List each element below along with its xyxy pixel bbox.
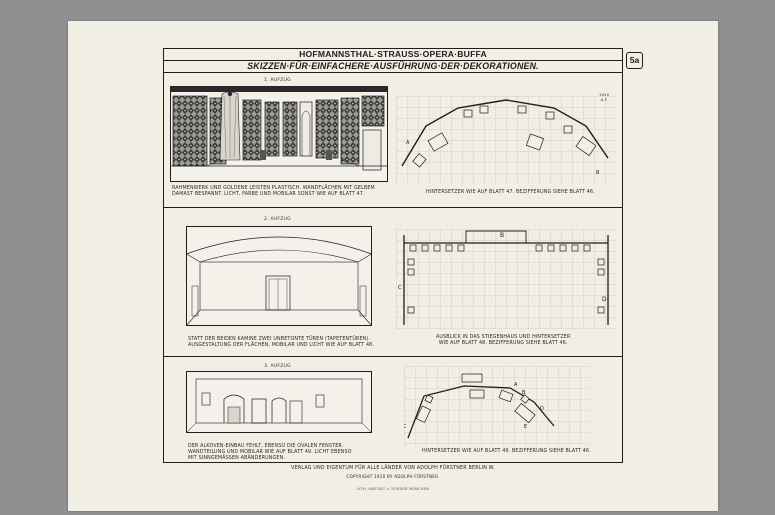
act-2-label: 2. AUFZUG: [264, 217, 291, 222]
act-3-label: 3. AUFZUG: [264, 364, 291, 369]
svg-text:E: E: [524, 424, 527, 430]
act-1-sketch: [170, 86, 388, 182]
svg-text:C: C: [398, 285, 402, 291]
printer-line: LITH. ANSTALT v. ROEDER MÜNCHEN: [356, 487, 430, 491]
act-2-sketch: [186, 226, 372, 326]
title-line-1: HOFMANNSTHAL·STRAUSS·OPERA·BUFFA: [299, 49, 487, 59]
act-1-right-caption: HINTERSETZER WIE AUF BLATT 47. BEZIFFERU…: [426, 190, 595, 195]
act-2-right-caption: AUSBLICK IN DAS STIEGENHAUS UND HINTERSE…: [436, 335, 571, 347]
act-1-floor-plan: A B: [396, 96, 616, 184]
svg-text:A: A: [514, 382, 518, 388]
act-1-plan-mark: 1910 A.F.: [599, 92, 610, 102]
act-3-floor-plan: C A B D E: [404, 366, 590, 446]
title-line-2: SKIZZEN·FÜR·EINFACHERE·AUSFÜHRUNG·DER·DE…: [247, 60, 539, 71]
act-3-sketch: [186, 371, 372, 433]
svg-text:C: C: [404, 424, 407, 430]
act-1-left-caption: RAHMENWERK UND GOLDENE LEISTEN PLASTISCH…: [172, 186, 375, 198]
svg-text:A: A: [406, 140, 410, 146]
act-1-label: 1. AUFZUG: [264, 78, 291, 83]
svg-text:b: b: [594, 229, 597, 230]
publisher-line: VERLAG UND EIGENTUM FÜR ALLE LÄNDER VON …: [291, 466, 495, 471]
print-sheet: HOFMANNSTHAL·STRAUSS·OPERA·BUFFA SKIZZEN…: [68, 21, 718, 511]
page-number: 5a: [626, 52, 643, 69]
act-1-panel: 1. AUFZUG: [164, 74, 622, 208]
act-3-left-caption: DER ALKOVEN-EINBAU FEHLT, EBENSO DIE OVA…: [188, 444, 352, 462]
title-block: HOFMANNSTHAL·STRAUSS·OPERA·BUFFA SKIZZEN…: [164, 49, 622, 73]
act-3-panel: 3. AUFZUG DER ALKOVEN-EINBAU FEHLT, EBEN…: [164, 358, 622, 462]
act-2-floor-plan: C a B b D: [396, 229, 616, 329]
svg-text:D: D: [602, 296, 607, 303]
drawing-frame: HOFMANNSTHAL·STRAUSS·OPERA·BUFFA SKIZZEN…: [163, 48, 643, 463]
svg-text:a: a: [426, 229, 429, 230]
svg-text:D: D: [540, 406, 544, 412]
title-divider: [164, 60, 622, 61]
svg-text:B: B: [522, 390, 526, 396]
svg-text:B: B: [596, 170, 600, 176]
act-2-panel: 2. AUFZUG STATT DER BEIDEN KAMINE ZWEI U…: [164, 209, 622, 357]
copyright-line: COPYRIGHT 1910 BY ADOLPH FÜRSTNER.: [346, 474, 440, 479]
act-3-right-caption: HINTERSETZER WIE AUF BLATT 49. BEZIFFERU…: [422, 449, 591, 454]
svg-text:B: B: [500, 232, 504, 239]
act-2-left-caption: STATT DER BEIDEN KAMINE ZWEI UNBETONTE T…: [188, 337, 375, 349]
